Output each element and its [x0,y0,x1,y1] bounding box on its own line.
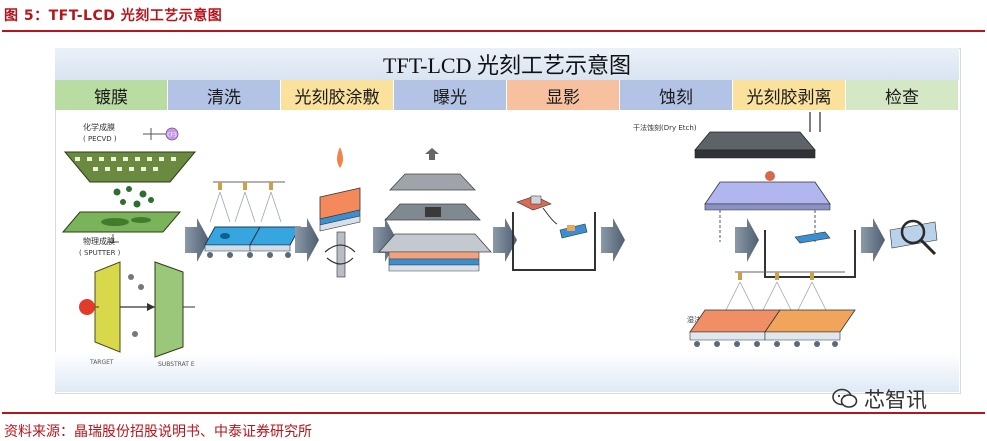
cvd-abbr: ( PECVD ) [83,135,117,143]
developing-illustration [512,195,596,271]
photoresist-coating-illustration [319,147,361,278]
sputter-abbr: ( SPUTTER ) [79,249,121,257]
deposition-illustration: 化学成膜 ( PECVD ) CF3 物理成膜 ( SPUTTER ) [61,122,197,368]
arrow-1 [185,218,209,262]
footer-rule [2,412,985,414]
process-steps-bar: 镀膜 清洗 光刻胶涂敷 曝光 显影 蚀刻 光刻胶剥离 检查 [55,80,959,110]
figure-banner: TFT-LCD 光刻工艺示意图 [55,48,959,81]
caption-rule [2,30,985,32]
arrow-4 [493,218,517,262]
dry-etch-label: 干法蚀刻(Dry Etch) [633,123,697,132]
exposure-illustration [378,148,492,272]
watermark: 芯智讯 [832,384,927,414]
watermark-text: 芯智讯 [864,388,927,412]
step-developing: 显影 [507,80,620,110]
step-photoresist-coating: 光刻胶涂敷 [281,80,394,110]
etching-illustration: 干法蚀刻(Dry Etch) 湿法蚀刻(Wet [633,112,856,347]
cvd-title: 化学成膜 [83,122,115,132]
inspection-illustration [889,219,938,256]
step-photoresist-stripping: 光刻胶剥离 [733,80,846,110]
cleaning-illustration [204,181,301,258]
step-exposure: 曝光 [394,80,507,110]
step-coating: 镀膜 [55,80,168,110]
arrow-6 [735,218,759,262]
target-label: TARGET [89,359,114,366]
step-inspection: 检查 [846,80,959,110]
step-cleaning: 清洗 [168,80,281,110]
arrow-2 [295,218,319,262]
banner-title: TFT-LCD 光刻工艺示意图 [383,53,631,78]
process-diagram: 化学成膜 ( PECVD ) CF3 物理成膜 ( SPUTTER ) [55,112,959,392]
substrate-label: SUBSTRAT E [158,361,195,368]
wechat-icon [832,388,858,408]
arrow-7 [861,218,885,262]
sputter-title: 物理成膜 [83,236,115,246]
figure-caption: 图 5：TFT-LCD 光刻工艺示意图 [4,8,223,24]
cvd-mark: CF3 [167,133,177,139]
arrow-5 [601,218,625,262]
source-note: 资料来源：晶瑞股份招股说明书、中泰证券研究所 [4,424,312,440]
step-etching: 蚀刻 [620,80,733,110]
